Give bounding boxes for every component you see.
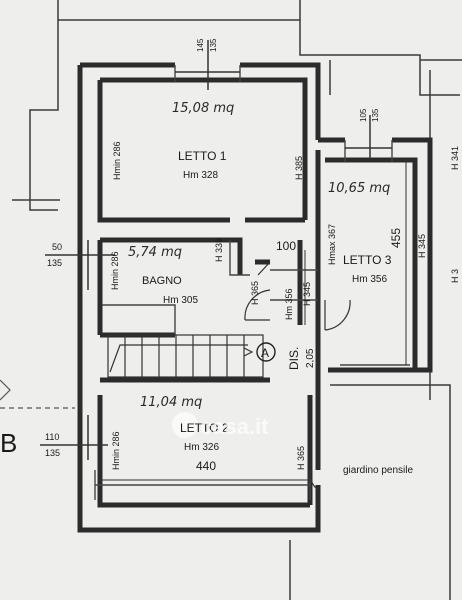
giardino-name: giardino pensile [343, 465, 413, 476]
window-left-bagno-a: 50 [52, 242, 62, 252]
letto1-hmin: Hmin 286 [112, 141, 122, 180]
dimension-lines [98, 160, 407, 481]
window-right-b: 135 [371, 108, 380, 122]
dis-dim: 2,05 [305, 348, 316, 368]
bagno-name: BAGNO [142, 275, 182, 287]
section-marker [0, 379, 75, 409]
dis-name: DIS. [287, 347, 301, 370]
section-b: B [0, 428, 17, 458]
h341-label: H 341 [450, 146, 460, 170]
dis-h2: H 345 [302, 282, 312, 306]
marker-a: A [261, 346, 269, 360]
letto1-name: LETTO 1 [178, 149, 227, 163]
stair [107, 334, 264, 378]
letto2-name: LETTO 2 [180, 421, 229, 435]
window-right-a: 105 [359, 108, 368, 122]
window-left-letto2-b: 135 [45, 448, 60, 458]
letto2-area: 11,04 mq [140, 395, 202, 410]
bagno-hm: Hm 305 [163, 295, 198, 306]
letto3-name: LETTO 3 [343, 253, 392, 267]
window-markers [40, 40, 392, 460]
watermark-logo-icon [172, 412, 198, 438]
inner-lines [94, 65, 410, 500]
letto2-hmin: Hmin 286 [111, 431, 121, 470]
letto3-hmax: Hmax 367 [327, 224, 337, 265]
window-top-a: 145 [196, 38, 205, 52]
letto1-area: 15,08 mq [172, 101, 234, 116]
bagno-area: 5,74 mq [128, 245, 182, 260]
marker-a-circle [256, 342, 276, 362]
letto2-h: H 365 [296, 446, 306, 470]
door-100: 100 [276, 239, 296, 253]
letto1-hm: Hm 328 [183, 170, 218, 181]
window-left-bagno-b: 135 [47, 258, 62, 268]
letto2-width: 440 [196, 459, 216, 473]
letto3-hm: Hm 356 [352, 274, 387, 285]
dis-hm: Hm 356 [284, 288, 294, 320]
h-right-label: H 3 [450, 269, 460, 283]
letto3-area: 10,65 mq [328, 181, 390, 196]
letto3-width: 455 [389, 228, 403, 248]
bagno-h: H 336 [214, 238, 224, 262]
window-left-letto2-a: 110 [45, 432, 59, 442]
bagno-hmin: Hmin 286 [110, 251, 120, 290]
dis-h: H 365 [250, 281, 260, 305]
watermark-text: casa.it [200, 414, 269, 439]
door-swings [244, 261, 351, 491]
main-walls [77, 62, 433, 533]
letto3-h: H 345 [417, 234, 427, 258]
letto1-h: H 385 [294, 156, 304, 180]
letto2-hm: Hm 326 [184, 442, 219, 453]
window-top-b: 135 [209, 38, 218, 52]
